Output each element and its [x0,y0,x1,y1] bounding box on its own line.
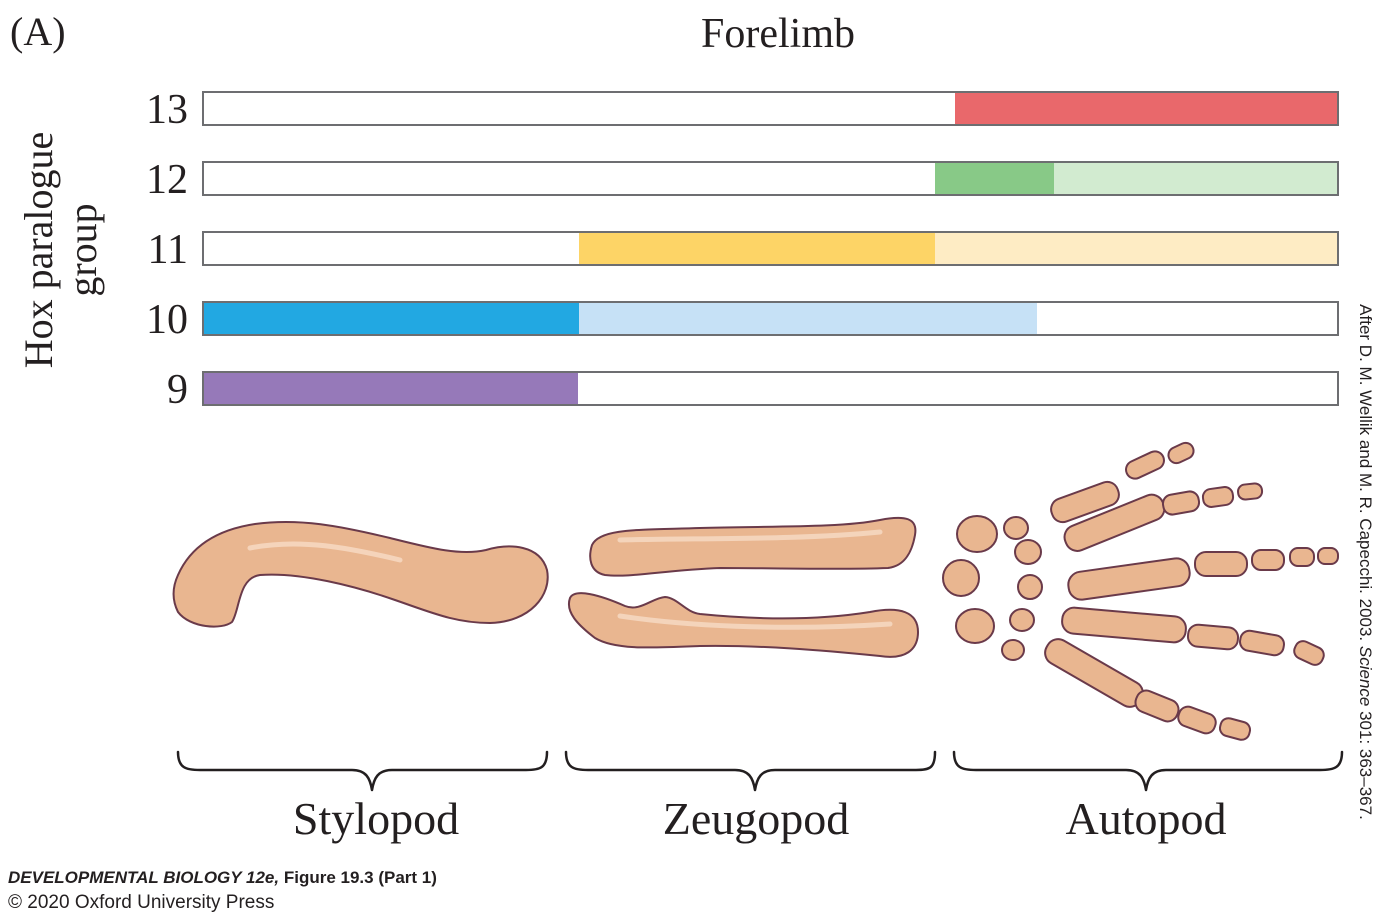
carpal-bone [955,608,995,644]
carpal-bone [1017,574,1043,600]
figure-title: Forelimb [701,11,855,57]
source-credit: After D. M. Wellik and M. R. Capecchi. 2… [1345,272,1385,852]
metacarpal-bone [1067,557,1191,601]
expression-segment-10-1 [204,303,580,334]
expression-segment-9-1 [204,373,578,404]
carpal-bone [1014,539,1042,565]
expression-segment-11-1 [579,233,935,264]
row-number-9: 9 [167,367,188,413]
phalanx-bone [1293,640,1325,666]
expression-bar-12 [202,161,1339,196]
phalanx-bone [1237,482,1264,501]
row-number-12: 12 [146,157,188,203]
zeugopod-bracket [564,750,937,792]
row-number-11: 11 [147,227,188,273]
source-credit-text: After D. M. Wellik and M. R. Capecchi. 2… [1355,304,1375,820]
expression-bar-9 [202,371,1339,406]
phalanx-bone [1289,547,1315,567]
phalanx-bone [1134,689,1180,723]
phalanx-bone [1194,551,1248,577]
region-label-zeugopod: Zeugopod [662,793,850,844]
expression-segment-12-2 [1053,163,1337,194]
carpal-bone [942,559,980,597]
phalanx-bone [1317,547,1339,565]
credit-prefix: After D. M. Wellik and M. R. Capecchi. 2… [1356,304,1375,646]
credit-journal: Science [1356,645,1375,707]
figure-source-line: DEVELOPMENTAL BIOLOGY 12e, Figure 19.3 (… [8,868,437,888]
phalanx-bone [1177,705,1217,735]
radius-bone [589,516,917,577]
figure-number: Figure 19.3 (Part 1) [279,868,437,887]
expression-bar-11 [202,231,1339,266]
humerus-bone [172,520,549,628]
carpal-bone [1001,639,1025,661]
phalanx-bone [1186,623,1240,651]
carpal-bone [1003,516,1029,540]
row-number-10: 10 [146,297,188,343]
phalanx-bone [1251,549,1285,571]
expression-segment-11-2 [934,233,1337,264]
phalanx-bone [1239,629,1285,657]
expression-segment-13-1 [955,93,1337,124]
phalanx-bone [1125,450,1165,480]
phalanx-bone [1161,490,1201,516]
carpal-bone [1009,608,1035,632]
metacarpal-bone [1044,638,1144,708]
phalanx-bone [1201,486,1235,508]
expression-segment-10-2 [579,303,1037,334]
credit-suffix: 301: 363–367. [1356,706,1375,820]
autopod-bracket [952,750,1344,792]
row-number-13: 13 [146,87,188,133]
expression-bar-10 [202,301,1339,336]
book-title: DEVELOPMENTAL BIOLOGY 12e, [8,868,280,887]
phalanx-bone [1167,441,1195,465]
copyright-line: © 2020 Oxford University Press [8,892,275,913]
metacarpal-bone [1061,606,1187,644]
stylopod-bracket [176,750,549,792]
metacarpal-bone [1050,480,1120,524]
expression-bar-13 [202,91,1339,126]
region-label-stylopod: Stylopod [292,793,460,844]
region-label-autopod: Autopod [1065,793,1227,844]
panel-label: (A) [10,9,66,54]
phalanx-bone [1218,717,1252,741]
carpal-bone [956,515,998,553]
expression-segment-12-1 [934,163,1054,194]
